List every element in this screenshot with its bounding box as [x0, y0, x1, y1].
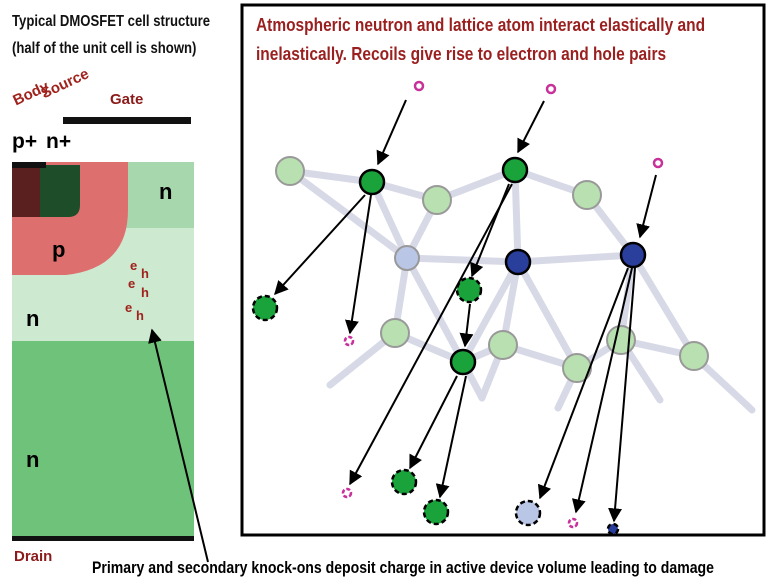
label-n-top: n	[159, 179, 173, 204]
lattice-atom	[422, 185, 452, 215]
dmosfet-cell	[12, 117, 194, 541]
struck-atoms	[358, 156, 647, 376]
recoils	[251, 276, 620, 536]
arrow	[376, 99, 407, 166]
bottom-caption: Primary and secondary knock-ons deposit …	[92, 558, 714, 577]
scattered-neutron	[343, 335, 355, 347]
p-plus-region	[12, 165, 42, 217]
cell-title-line2: (half of the unit cell is shown)	[12, 40, 197, 57]
arrow	[608, 267, 636, 523]
drain-contact	[12, 536, 194, 541]
carrier-label: e	[128, 276, 136, 291]
scattered-neutron	[341, 487, 353, 499]
neutron-particle	[545, 83, 557, 95]
recoil-atom-light-blue	[514, 499, 542, 527]
struck-atom-blue	[619, 241, 647, 269]
neutrons	[413, 80, 664, 169]
lattice-atom	[275, 156, 305, 186]
lattice-panel-frame	[240, 3, 766, 537]
arrow	[459, 303, 474, 348]
arrow	[409, 375, 458, 470]
lattice-bonds	[286, 166, 756, 414]
arrow	[344, 194, 372, 335]
lattice-atom	[562, 353, 592, 383]
arrow	[349, 183, 513, 486]
neutron-particle	[652, 157, 664, 169]
label-p: p	[52, 237, 66, 262]
source-contact	[12, 162, 46, 168]
panel-caption-line2: inelastically. Recoils give rise to elec…	[256, 44, 667, 64]
carrier-label: h	[136, 308, 144, 323]
panel-caption-line1: Atmospheric neutron and lattice atom int…	[256, 15, 706, 35]
arrow	[537, 267, 629, 500]
n-plus-region	[40, 165, 80, 217]
carrier-label: h	[141, 266, 149, 281]
struck-atom-green	[358, 168, 386, 196]
lattice-atom	[488, 330, 518, 360]
arrows	[148, 99, 657, 563]
lattice-atom	[679, 341, 709, 371]
n-drift-region	[12, 341, 194, 538]
carrier-label: e	[125, 300, 133, 315]
label-n-drift: n	[26, 447, 40, 472]
arrow	[517, 100, 545, 154]
label-n-middle: n	[26, 306, 40, 331]
struck-atom-blue	[504, 248, 532, 276]
arrow	[274, 194, 366, 296]
arrow	[571, 267, 633, 514]
struck-atom-green	[449, 348, 477, 376]
cell-title-line1: Typical DMOSFET cell structure	[12, 13, 211, 30]
scattered-neutrons	[341, 335, 579, 529]
struck-atom-green	[501, 156, 529, 184]
lattice-atom	[572, 180, 602, 210]
label-gate: Gate	[110, 91, 144, 108]
carrier-label: h	[141, 285, 149, 300]
label-p-plus: p+	[12, 130, 38, 153]
recoil-atom-green	[455, 276, 483, 304]
gate-electrode	[63, 117, 191, 124]
recoil-atom-blue-small	[606, 522, 620, 536]
recoil-atom-green	[422, 498, 450, 526]
lattice-atom-light-blue	[394, 245, 420, 271]
carrier-label: e	[130, 258, 138, 273]
arrow	[435, 375, 467, 499]
neutron-particle	[413, 80, 425, 92]
label-drain: Drain	[14, 548, 53, 565]
lattice-atom	[380, 318, 410, 348]
recoil-atom-green	[390, 468, 418, 496]
label-n-plus: n+	[46, 130, 72, 153]
arrow	[148, 328, 209, 563]
scattered-neutron	[567, 517, 579, 529]
arrow	[636, 174, 657, 239]
recoil-atom-green	[251, 294, 279, 322]
